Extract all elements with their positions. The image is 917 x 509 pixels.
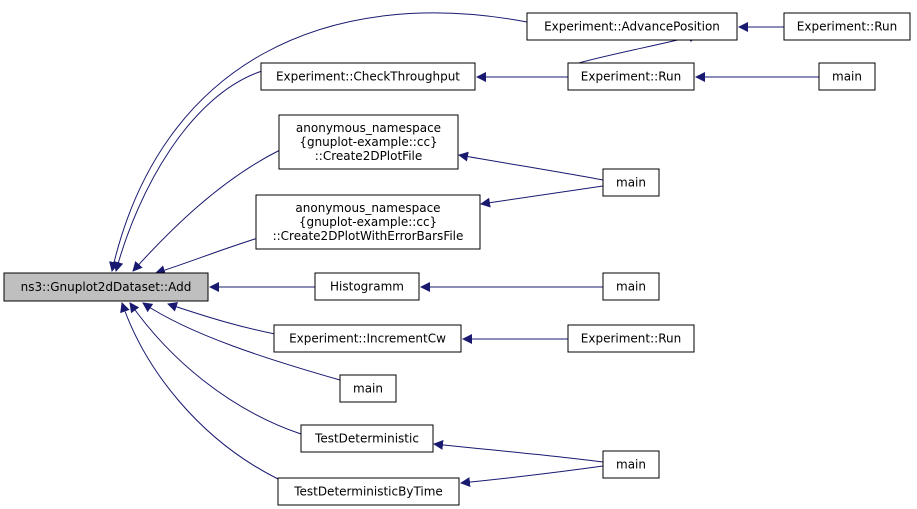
node-testdettime[interactable]: TestDeterministicByTime xyxy=(277,477,460,506)
node-label: anonymous_namespace xyxy=(295,201,440,215)
node-run_ct[interactable]: Experiment::Run xyxy=(567,62,695,91)
node-main_td[interactable]: main xyxy=(602,450,660,479)
edge-main_td-to-testdettime xyxy=(460,465,604,488)
node-label: anonymous_namespace xyxy=(296,121,441,135)
node-main_mid[interactable]: main xyxy=(339,374,397,403)
node-label: Experiment::IncrementCw xyxy=(289,332,446,346)
node-box xyxy=(602,168,660,197)
nodes: ns3::Gnuplot2dDataset::Add Experiment::Ad… xyxy=(3,12,911,506)
edge-checkthroughput-to-root xyxy=(113,70,263,272)
node-box xyxy=(277,477,460,506)
node-label: Experiment::CheckThroughput xyxy=(276,70,460,84)
node-checkthroughput[interactable]: Experiment::CheckThroughput xyxy=(260,62,476,91)
node-advancepos[interactable]: Experiment::AdvancePosition xyxy=(526,12,738,41)
node-box xyxy=(602,272,660,301)
node-box xyxy=(278,114,459,170)
edge-testdet-to-root xyxy=(129,302,302,435)
node-main_run[interactable]: main xyxy=(818,62,876,91)
edge-testdettime-to-root xyxy=(120,302,279,480)
node-label: Experiment::Run xyxy=(581,70,681,84)
node-main_c2d[interactable]: main xyxy=(602,168,660,197)
node-box xyxy=(526,12,738,41)
node-label: main xyxy=(616,458,646,472)
node-label: Experiment::Run xyxy=(581,332,681,346)
node-box xyxy=(260,62,476,91)
node-label: main xyxy=(353,382,383,396)
node-box xyxy=(567,324,695,353)
node-box xyxy=(339,374,397,403)
node-label: ns3::Gnuplot2dDataset::Add xyxy=(21,280,192,294)
node-create2dplot[interactable]: anonymous_namespace{gnuplot-example::cc}… xyxy=(278,114,459,170)
node-label: {gnuplot-example::cc} xyxy=(299,215,437,229)
node-box xyxy=(602,450,660,479)
node-root[interactable]: ns3::Gnuplot2dDataset::Add xyxy=(3,272,209,302)
node-label: Histogramm xyxy=(330,280,404,294)
edge-create2dplotwitherr-to-root xyxy=(155,237,259,275)
node-box xyxy=(567,62,695,91)
node-main_hist[interactable]: main xyxy=(602,272,660,301)
node-label: ::Create2DPlotWithErrorBarsFile xyxy=(273,229,464,243)
node-label: Experiment::Run xyxy=(797,20,897,34)
edge-main_mid-to-root xyxy=(142,302,341,381)
node-box xyxy=(783,12,911,41)
edge-advancepos-to-root xyxy=(109,12,528,272)
node-box xyxy=(300,424,434,453)
edge-main_c2d-to-create2dplot xyxy=(458,151,604,181)
node-box xyxy=(255,194,481,250)
node-label: ::Create2DPlotFile xyxy=(315,149,423,163)
node-label: main xyxy=(616,280,646,294)
edge-main_td-to-testdet xyxy=(433,439,604,463)
edge-create2dplot-to-root xyxy=(132,149,281,272)
node-run_ap[interactable]: Experiment::Run xyxy=(783,12,911,41)
node-box xyxy=(818,62,876,91)
node-box xyxy=(273,324,462,353)
node-box xyxy=(3,272,209,302)
node-label: main xyxy=(616,176,646,190)
node-histogramm[interactable]: Histogramm xyxy=(314,272,420,301)
node-label: Experiment::AdvancePosition xyxy=(544,20,720,34)
edges xyxy=(109,12,819,488)
node-testdet[interactable]: TestDeterministic xyxy=(300,424,434,453)
edge-incrementcw-to-root xyxy=(167,302,276,335)
node-label: TestDeterministicByTime xyxy=(293,485,443,499)
node-label: {gnuplot-example::cc} xyxy=(299,135,437,149)
node-label: main xyxy=(832,70,862,84)
node-label: TestDeterministic xyxy=(314,432,419,446)
edge-main_c2d-to-create2dplotwitherr xyxy=(480,185,604,208)
node-box xyxy=(314,272,420,301)
node-run_icw[interactable]: Experiment::Run xyxy=(567,324,695,353)
node-incrementcw[interactable]: Experiment::IncrementCw xyxy=(273,324,462,353)
node-create2dplotwitherr[interactable]: anonymous_namespace{gnuplot-example::cc}… xyxy=(255,194,481,250)
